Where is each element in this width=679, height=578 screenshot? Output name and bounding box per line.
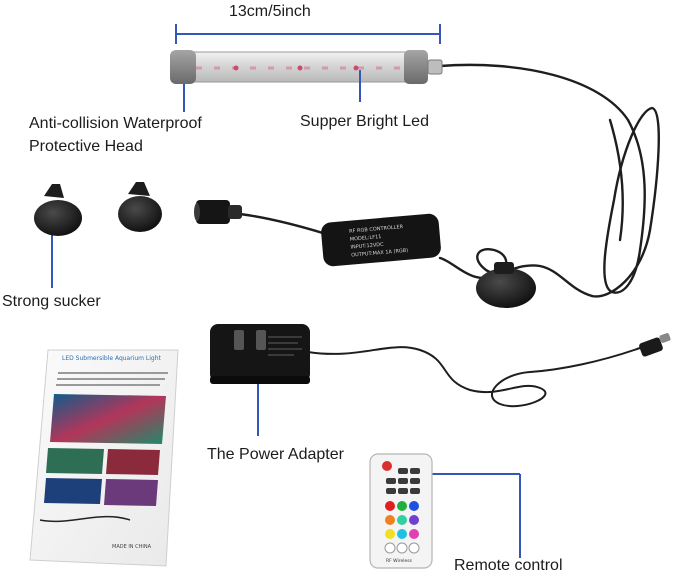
led-label: Supper Bright Led: [300, 113, 429, 130]
tube-end-cap: [404, 50, 428, 84]
manual-footer: MADE IN CHINA: [112, 544, 152, 550]
adapter-label: The Power Adapter: [207, 446, 344, 463]
dimension-label: 13cm/5inch: [229, 3, 311, 20]
protective-head-label-line1: Anti-collision Waterproof: [29, 115, 202, 132]
controller-input-cable: [194, 200, 327, 236]
suction-cup-attached: [476, 262, 536, 308]
sucker-label: Strong sucker: [2, 293, 101, 310]
protective-head: [170, 50, 196, 84]
controller-label-2: MODEL:LF11: [350, 234, 382, 243]
controller-label-3: INPUT:12VDC: [350, 242, 384, 251]
remote-control: RF Wireless: [369, 453, 433, 569]
remote-power-button: [382, 461, 392, 471]
suction-cup-middle: [118, 182, 162, 232]
dc-socket: [196, 200, 230, 224]
remote-color-buttons: [384, 501, 420, 554]
rgb-controller: RF RGB CONTROLLER MODEL:LF11 INPUT:12VDC…: [321, 213, 441, 267]
suction-cup-left: [34, 184, 82, 236]
instruction-manual: LED Submersible Aquarium Light MADE IN C…: [29, 349, 179, 567]
manual-title: LED Submersible Aquarium Light: [62, 355, 162, 362]
remote-brand: RF Wireless: [386, 558, 413, 564]
led-tube: [170, 50, 443, 84]
controller-label-4: OUTPUT:MAX 1A (RGB): [351, 248, 408, 259]
controller-label-1: RF RGB CONTROLLER: [349, 224, 404, 235]
led-cable: [438, 63, 660, 298]
protective-head-label-line2: Protective Head: [29, 138, 143, 155]
dimension-bracket: [175, 24, 441, 44]
power-adapter: [210, 324, 671, 408]
remote-label: Remote control: [454, 557, 563, 574]
manual-photo-main: [50, 394, 166, 444]
